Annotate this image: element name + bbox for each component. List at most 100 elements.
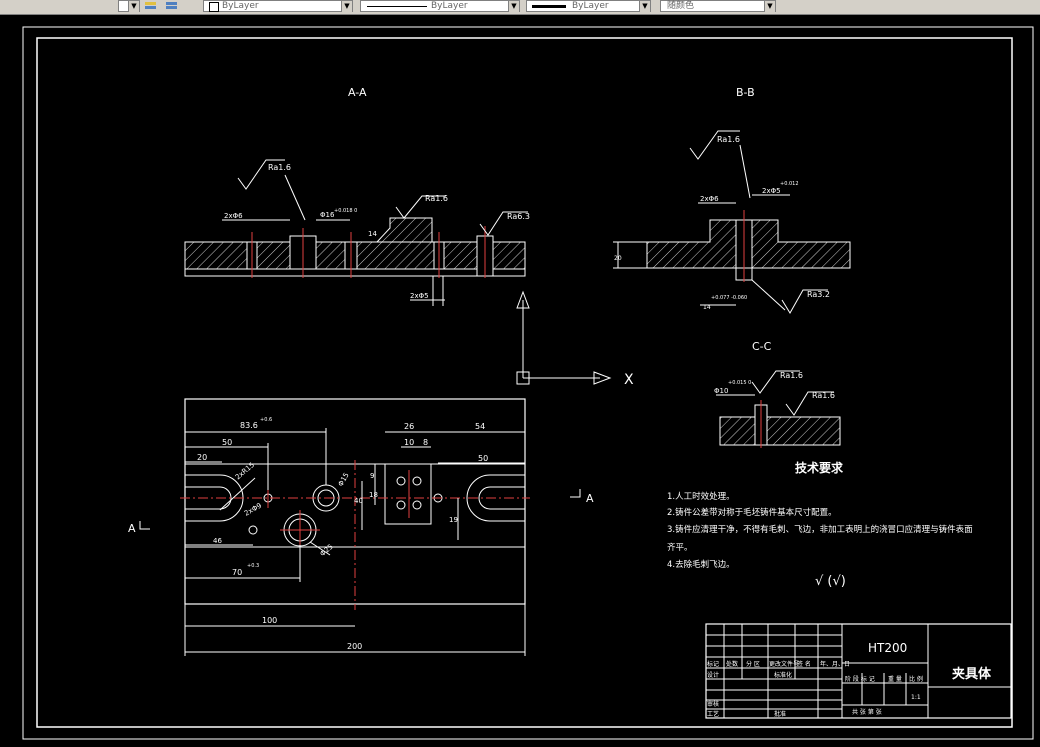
tb-date: 年、月、日	[820, 660, 850, 668]
section-aa-title: A-A	[348, 86, 367, 99]
section-bb-title: B-B	[736, 86, 755, 99]
dim-2xphi9: 2xΦ9	[243, 502, 263, 518]
layer-previous-icon[interactable]	[163, 0, 181, 13]
dim-70-tol: +0.3	[247, 563, 259, 569]
part-name-text: 夹具体	[952, 666, 992, 682]
color-control-dropdown[interactable]: ByLayer ▼	[203, 0, 353, 12]
dim-54: 54	[475, 422, 485, 431]
tb-standardize: 标准化	[774, 671, 792, 679]
ucs-x-label: X	[624, 372, 634, 388]
dim-83-6: 83.6	[240, 421, 258, 430]
tb-docno: 更改文件号	[769, 660, 799, 668]
dim-8: 8	[423, 438, 428, 447]
lineweight-dropdown[interactable]: ByLayer ▼	[526, 0, 651, 12]
bb-dim-tol: +0.012	[780, 181, 799, 187]
plan-view: 83.6 +0.6 50 20 2xR15 26 10 8 54 50 Φ15 …	[128, 398, 594, 656]
tb-weight: 重 量	[888, 675, 902, 683]
tech-req-3: 3.铸件应清理干净，不得有毛刺、飞边，非加工表明上的浇冒口应清理与铸件表面	[667, 524, 973, 535]
cc-roughness-1: Ra1.6	[780, 371, 803, 380]
section-marker-a-right: A	[586, 492, 594, 505]
dim-40: 40	[354, 497, 363, 505]
dim-70: 70	[232, 568, 242, 577]
tb-mark: 标记	[707, 660, 719, 668]
tb-stage-mark: 阶 段 标 记	[845, 675, 875, 683]
bb-roughness2: Ra3.2	[807, 290, 830, 299]
chevron-down-icon[interactable]: ▼	[341, 1, 352, 12]
dim-18: 18	[369, 491, 378, 499]
bb-dim-2xphi6: 2xΦ6	[700, 195, 719, 203]
inner-frame	[36, 37, 1013, 728]
dim-46: 46	[213, 537, 222, 545]
dim-100: 100	[262, 616, 277, 625]
bb-dim-2xphi5: 2xΦ5	[762, 187, 781, 195]
dim-26: 26	[404, 422, 414, 431]
aa-dim-14: 14	[368, 230, 377, 238]
chevron-down-icon[interactable]: ▼	[764, 1, 775, 12]
dim-83-6-tol: +0.6	[260, 417, 272, 423]
cad-drawing[interactable]: A-A Ra1.6 Ra1.6 Ra6.3 2xΦ6 Φ16 +0.018 0 …	[0, 14, 1040, 743]
dim-20: 20	[197, 453, 207, 462]
technical-requirements: 技术要求 1.人工时效处理。 2.铸件公差带对称于毛坯铸件基本尺寸配置。 3.铸…	[667, 460, 973, 589]
dim-200: 200	[347, 642, 362, 651]
section-aa: A-A Ra1.6 Ra1.6 Ra6.3 2xΦ6 Φ16 +0.018 0 …	[184, 86, 530, 306]
bb-dim-tol2: +0.077 -0.060	[711, 295, 747, 301]
tb-review: 审核	[707, 700, 719, 708]
tech-req-2: 2.铸件公差带对称于毛坯铸件基本尺寸配置。	[667, 507, 837, 518]
tb-sheets: 共 张 第 张	[852, 708, 882, 716]
chevron-down-icon[interactable]: ▼	[639, 1, 650, 12]
general-roughness: √ (√)	[815, 574, 846, 589]
dim-19: 19	[449, 516, 458, 524]
cc-dim-tol: +0.015 0	[728, 380, 751, 386]
section-bb: B-B 20 Ra1.6 2xΦ6 2xΦ5 +0.012 14 +0.077 …	[613, 86, 851, 314]
aa-roughness-1: Ra1.6	[268, 163, 291, 172]
tb-designer: 设计	[707, 671, 719, 679]
tech-req-1: 1.人工时效处理。	[667, 491, 735, 502]
aa-dim-phi16: Φ16	[320, 211, 335, 219]
linetype-dropdown[interactable]: ByLayer ▼	[360, 0, 520, 12]
tb-sign: 签 名	[797, 660, 811, 668]
color-swatch	[209, 2, 219, 12]
chevron-down-icon[interactable]: ▼	[508, 1, 519, 12]
drawing-canvas[interactable]: A-A Ra1.6 Ra1.6 Ra6.3 2xΦ6 Φ16 +0.018 0 …	[0, 14, 1040, 743]
title-block: HT200 夹具体 1:1 标记 处数 分 区 更改文件号 签 名 年、月、日 …	[705, 623, 1012, 719]
layer-state-dropdown[interactable]: ▼	[118, 0, 140, 12]
dim-phi25: Φ25	[319, 543, 335, 558]
tb-process: 工艺	[707, 710, 719, 718]
plotstyle-value: 随颜色	[667, 1, 695, 11]
section-cc: C-C Φ10 +0.015 0 Ra1.6 Ra1.6	[714, 340, 841, 448]
section-cc-title: C-C	[752, 340, 772, 353]
aa-dim-2xphi5: 2xΦ5	[410, 292, 429, 300]
material-text: HT200	[868, 641, 907, 655]
section-marker-a-left: A	[128, 522, 136, 535]
aa-dim-2xphi6: 2xΦ6	[224, 212, 243, 220]
ucs-icon: X	[516, 290, 634, 388]
tb-zone: 分 区	[746, 660, 760, 668]
tb-approve: 批准	[774, 710, 786, 718]
color-control-value: ByLayer	[222, 1, 259, 11]
cc-dim-phi10: Φ10	[714, 387, 728, 395]
tech-req-3b: 齐平。	[667, 542, 693, 553]
linetype-value: ByLayer	[431, 1, 468, 11]
aa-dim-phi16-tol: +0.018 0	[334, 208, 357, 214]
aa-roughness-2: Ra1.6	[425, 194, 448, 203]
lineweight-value: ByLayer	[572, 1, 609, 11]
dim-50b: 50	[478, 454, 488, 463]
bb-roughness: Ra1.6	[717, 135, 740, 144]
dim-phi15: Φ15	[337, 471, 351, 487]
linetype-preview	[367, 6, 427, 7]
dim-50a: 50	[222, 438, 232, 447]
dim-9: 9	[370, 472, 374, 480]
tb-ratio: 比 例	[909, 675, 923, 683]
cc-roughness-2: Ra1.6	[812, 391, 835, 400]
tb-count: 处数	[726, 660, 738, 668]
layers-icon[interactable]	[143, 0, 159, 13]
tech-req-4: 4.去除毛刺飞边。	[667, 559, 735, 570]
aa-raised-block	[375, 217, 433, 243]
aa-roughness-3: Ra6.3	[507, 212, 530, 221]
chevron-down-icon[interactable]: ▼	[128, 1, 139, 12]
plotstyle-dropdown[interactable]: 随颜色 ▼	[660, 0, 776, 12]
outer-frame	[22, 26, 1034, 740]
dim-10: 10	[404, 438, 414, 447]
bb-dim-20: 20	[614, 255, 622, 262]
properties-toolbar: ▼ ByLayer ▼ ByLayer ▼ ByLayer ▼ 随颜色 ▼	[0, 0, 1040, 15]
